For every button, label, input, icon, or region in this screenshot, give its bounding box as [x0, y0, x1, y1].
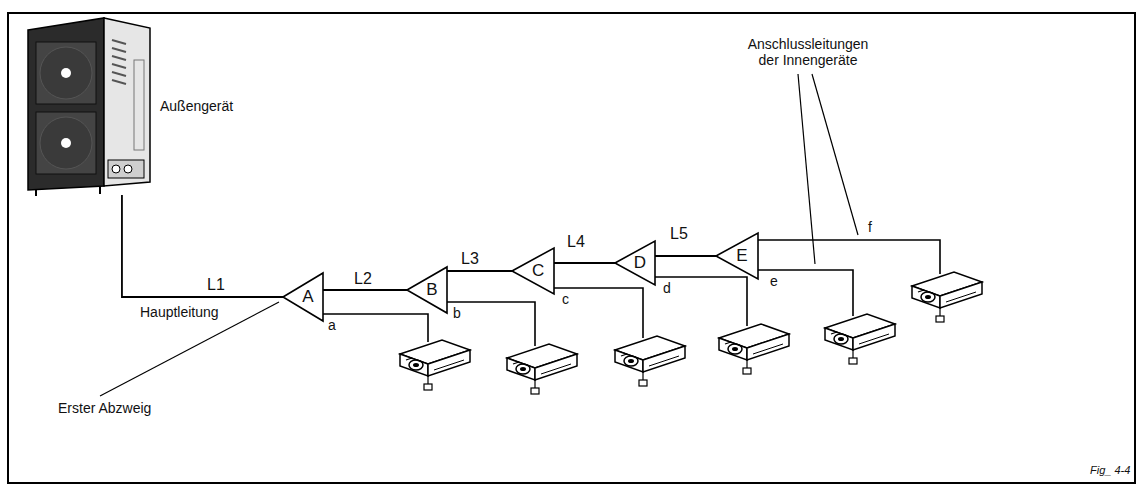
branch-joint: B: [407, 266, 447, 314]
pipe-label: Hauptleitung: [140, 304, 219, 320]
branch-joint: C: [512, 247, 554, 295]
branch-letter: d: [663, 280, 671, 296]
figure-number: Fig_ 4-4: [1090, 462, 1130, 478]
frame: [8, 13, 1135, 483]
pipe-section-label: L2: [352, 271, 374, 287]
callout-label: Anschlussleitungen der Innengeräte: [738, 36, 878, 68]
branch-letter: a: [328, 317, 336, 333]
refrigerant-pipe: [323, 289, 407, 291]
joint-letter: C: [532, 262, 544, 280]
refrigerant-pipe: [122, 195, 283, 297]
joint-letter: E: [736, 247, 747, 265]
branch-joint: E: [716, 232, 758, 280]
leader-lines: [100, 74, 858, 396]
joint-letter: D: [634, 254, 646, 272]
branch-joint: A: [283, 272, 323, 322]
refrigerant-pipe: [447, 270, 512, 272]
branch-letter: c: [562, 291, 569, 307]
pipe-section-label: L1: [205, 277, 227, 293]
pipe-section-label: L5: [668, 226, 690, 242]
joint-letter: A: [302, 288, 313, 306]
refrigerant-pipe: [554, 262, 615, 264]
indoor-units: [400, 272, 982, 394]
refrigerant-pipe: [655, 255, 716, 257]
callout-label: Erster Abzweig: [58, 400, 151, 416]
branch-letter: e: [770, 273, 778, 289]
branch-letter: b: [453, 305, 461, 321]
pipe-section-label: L3: [459, 251, 481, 267]
outdoor-unit: [28, 18, 150, 196]
unit-label: Außengerät: [160, 98, 233, 114]
outdoor-unit-node: Außengerät: [28, 18, 150, 195]
branch-letter: f: [868, 219, 872, 235]
branch-joint: D: [615, 240, 655, 286]
pipe-section-label: L4: [565, 234, 587, 250]
joint-letter: B: [426, 281, 437, 299]
